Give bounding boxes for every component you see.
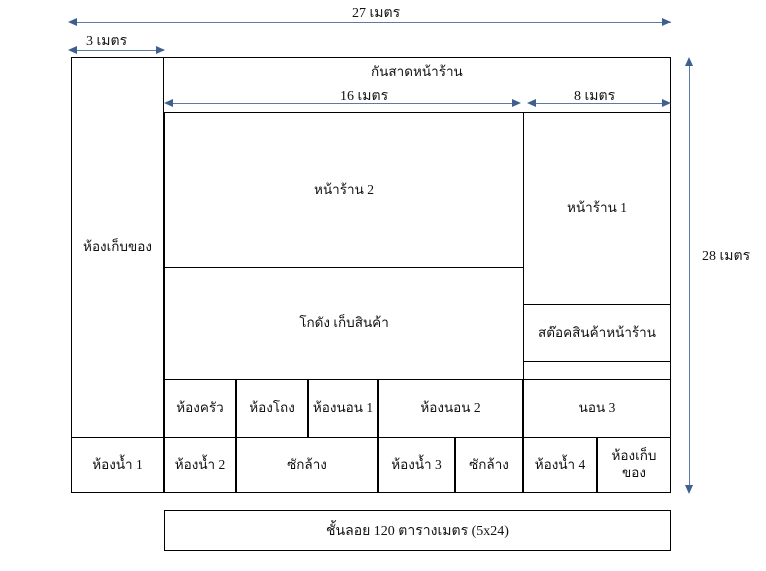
arrowhead-up-overall-height	[685, 57, 693, 66]
arrowhead-left-shopfront2-width	[164, 99, 173, 107]
room-bathroom-4[interactable]: ห้องน้ำ 4	[523, 437, 597, 493]
room-label-bathroom-2: ห้องน้ำ 2	[174, 456, 226, 472]
dimension-label-storage-width: 3 เมตร	[86, 34, 128, 49]
room-shopfront-2[interactable]: หน้าร้าน 2	[164, 112, 524, 268]
dimension-label-overall-width: 27 เมตร	[352, 6, 401, 21]
dimension-line-shopfront1-width	[530, 103, 668, 104]
room-bedroom-3[interactable]: นอน 3	[523, 379, 671, 438]
room-label-bedroom-2: ห้องนอน 2	[420, 400, 481, 416]
room-kitchen[interactable]: ห้องครัว	[164, 379, 236, 438]
room-label-kitchen: ห้องครัว	[176, 400, 224, 416]
arrowhead-right-shopfront2-width	[512, 99, 521, 107]
room-label-bathroom-3: ห้องน้ำ 3	[391, 456, 442, 472]
room-storage-left[interactable]: ห้องเก็บของ	[71, 57, 164, 438]
room-label-shopfront-1: หน้าร้าน 1	[567, 200, 627, 216]
room-bedroom-2[interactable]: ห้องนอน 2	[378, 379, 523, 438]
room-label-laundry-2: ซักล้าง	[469, 456, 509, 472]
arrowhead-left-shopfront1-width	[527, 99, 536, 107]
room-label-shop-stock: สต๊อคสินค้าหน้าร้าน	[538, 324, 656, 340]
room-label-hall: ห้องโถง	[249, 400, 295, 416]
room-label-storage-left: ห้องเก็บของ	[83, 239, 152, 255]
dimension-label-shopfront2-width: 16 เมตร	[340, 89, 389, 104]
arrowhead-right-shopfront1-width	[662, 99, 671, 107]
arrowhead-left-overall-width	[68, 18, 77, 26]
room-label-storage-right: ห้องเก็บของ	[611, 448, 657, 480]
room-bathroom-2[interactable]: ห้องน้ำ 2	[164, 437, 236, 493]
dimension-line-storage-width	[71, 50, 164, 51]
room-storage-right[interactable]: ห้องเก็บของ	[597, 437, 671, 493]
room-bathroom-3[interactable]: ห้องน้ำ 3	[378, 437, 455, 493]
room-label-bathroom-4: ห้องน้ำ 4	[534, 456, 586, 472]
room-label-bedroom-3: นอน 3	[578, 400, 616, 416]
dimension-line-shopfront2-width	[167, 103, 519, 104]
room-laundry-1[interactable]: ซักล้าง	[236, 437, 378, 493]
room-hall[interactable]: ห้องโถง	[236, 379, 308, 438]
room-warehouse[interactable]: โกดัง เก็บสินค้า	[164, 267, 524, 380]
dimension-label-overall-height: 28 เมตร	[702, 249, 751, 264]
arrowhead-left-storage-width	[68, 46, 77, 54]
room-label-bathroom-1: ห้องน้ำ 1	[92, 456, 143, 472]
room-label-warehouse: โกดัง เก็บสินค้า	[299, 315, 389, 331]
room-shopfront-1[interactable]: หน้าร้าน 1	[523, 112, 671, 305]
dimension-line-overall-height	[689, 63, 690, 487]
room-laundry-2[interactable]: ซักล้าง	[455, 437, 523, 493]
room-bathroom-1[interactable]: ห้องน้ำ 1	[71, 437, 164, 493]
mezzanine-caption-bar[interactable]: ชั้นลอย 120 ตารางเมตร (5x24)	[164, 510, 671, 551]
dimension-label-shopfront1-width: 8 เมตร	[574, 89, 616, 104]
room-bedroom-1[interactable]: ห้องนอน 1	[308, 379, 378, 438]
awning-note: กันสาดหน้าร้าน	[371, 64, 463, 79]
room-label-bedroom-1: ห้องนอน 1	[312, 400, 374, 416]
room-label-shopfront-2: หน้าร้าน 2	[314, 181, 374, 197]
room-label-laundry-1: ซักล้าง	[287, 456, 327, 472]
arrowhead-right-storage-width	[156, 46, 165, 54]
mezzanine-caption-label: ชั้นลอย 120 ตารางเมตร (5x24)	[326, 523, 509, 539]
arrowhead-right-overall-width	[662, 18, 671, 26]
room-shop-stock[interactable]: สต๊อคสินค้าหน้าร้าน	[523, 304, 671, 362]
arrowhead-down-overall-height	[685, 485, 693, 494]
dimension-line-overall-width	[71, 22, 671, 23]
